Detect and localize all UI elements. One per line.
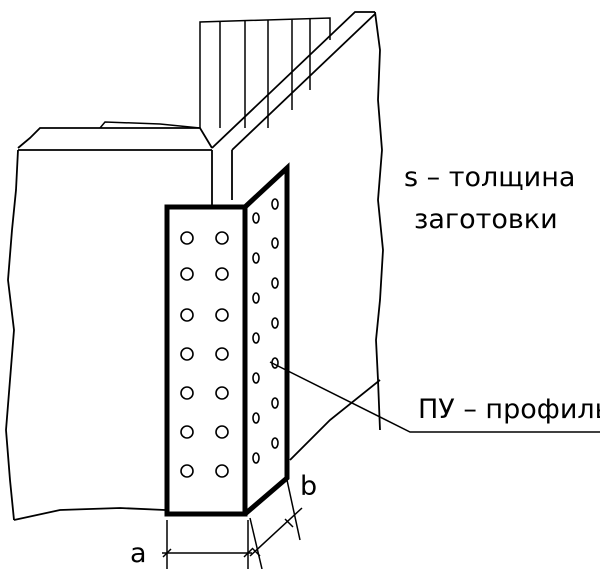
thickness-label-line1: s – толщина [404,162,575,193]
profile-side-flange [243,162,290,516]
hole [252,372,260,384]
front-holes [180,231,229,478]
dimension-b [249,479,303,569]
thickness-label-line2: заготовки [414,204,558,235]
hole [180,464,194,478]
hole [215,267,229,281]
hole [215,308,229,322]
profile-leader [269,361,600,433]
profile-front-flange [164,204,248,517]
hole [252,252,260,264]
side-holes [252,198,279,464]
hole [252,212,260,224]
hole [215,386,229,400]
hole [252,332,260,344]
profile-label: ПУ – профиль [418,394,600,425]
hole [180,425,194,439]
hole [271,277,279,289]
dimension-b-label: b [300,471,317,502]
hole [180,386,194,400]
hole [271,397,279,409]
back-panel [99,17,331,129]
dimension-a-label: a [130,538,147,569]
hole [271,237,279,249]
dimension-a [162,520,253,569]
hole [271,437,279,449]
hole [215,425,229,439]
hole [215,464,229,478]
hole [252,292,260,304]
hole [252,412,260,424]
hole [271,198,279,210]
hole [180,231,194,245]
hole [215,231,229,245]
workpiece-wall [5,11,384,521]
hole [271,317,279,329]
hole [252,452,260,464]
hole [215,347,229,361]
hole [180,308,194,322]
hole [180,347,194,361]
hole [180,267,194,281]
